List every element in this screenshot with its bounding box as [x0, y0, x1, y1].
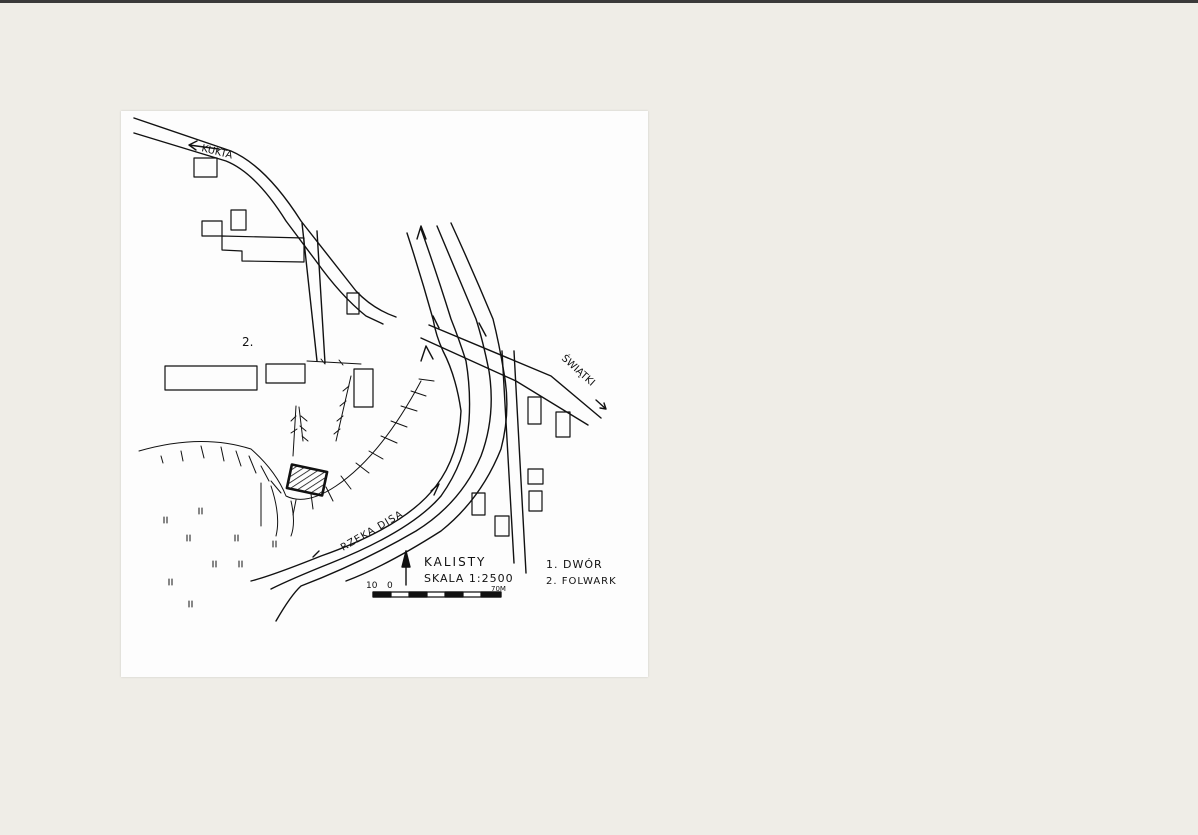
top-edge — [0, 0, 1198, 3]
scale-text: SKALA 1:2500 — [424, 572, 514, 585]
north-arrow-icon — [401, 550, 411, 586]
direction-arrows — [188, 140, 607, 410]
label-swiatki: ŚWIĄTKI — [559, 352, 598, 389]
legend-item-dwor: 1. DWÓR — [546, 558, 603, 571]
road-kukta-swiatki — [133, 117, 602, 426]
scale-end-label: 70M — [491, 585, 506, 593]
legend-item-folwark: 2. FOLWARK — [546, 576, 617, 587]
buildings — [164, 157, 571, 537]
map-title: KALISTY — [424, 555, 486, 569]
scale-bar-icon — [372, 591, 502, 598]
scale-zero-label: 0 — [387, 581, 393, 591]
escarpment — [138, 378, 435, 537]
map-card: KUKTA ŚWIĄTKI RZEKA DISA 2. KALISTY SKAL… — [121, 111, 648, 677]
hand-drawn-map: KUKTA ŚWIĄTKI RZEKA DISA 2. KALISTY SKAL… — [133, 117, 617, 622]
meadow-marks — [163, 507, 277, 608]
road-south — [501, 350, 527, 574]
river-disa — [250, 222, 508, 622]
hatched-manor-icon — [285, 463, 329, 497]
fence-lines — [290, 358, 362, 457]
scale-left-label: 10 — [366, 581, 378, 591]
label-folwark-marker: 2. — [242, 335, 253, 349]
bridge — [432, 315, 487, 337]
